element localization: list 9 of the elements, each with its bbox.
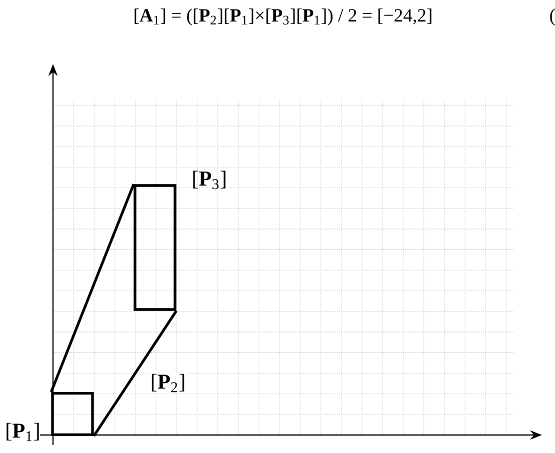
edge-label: [P$_{2}$] <box>148 372 188 394</box>
equation-number: ( <box>550 8 555 26</box>
formula: [A$_{1}$] = ([P$_{2}$][P$_{1}$]×[P$_{3}$][P$_{1}$]) / 2 = [−24,2] <box>134 8 432 26</box>
node-label: [P$_{1}$] <box>6 422 39 442</box>
rectangle: [P$_{3}$] <box>134 170 226 311</box>
line <box>50 184 135 392</box>
square: [P$_{1}$] <box>6 392 94 442</box>
line <box>92 310 178 437</box>
node-label: [P$_{3}$] <box>193 170 226 190</box>
